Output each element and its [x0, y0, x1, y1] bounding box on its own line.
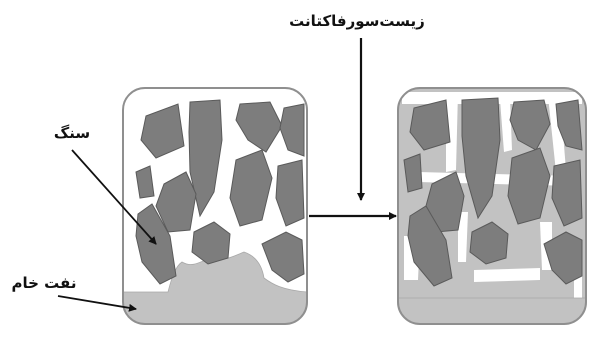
pore-channel — [474, 268, 540, 282]
right-panel — [398, 88, 586, 324]
rock-label: سنگ — [54, 124, 90, 142]
biosurfactant-label: زیست‌سورفاکتانت — [289, 12, 425, 30]
crude-oil-label: نفت خام — [12, 274, 77, 292]
right-crude-oil-pool — [398, 298, 586, 324]
left-panel — [123, 88, 307, 324]
